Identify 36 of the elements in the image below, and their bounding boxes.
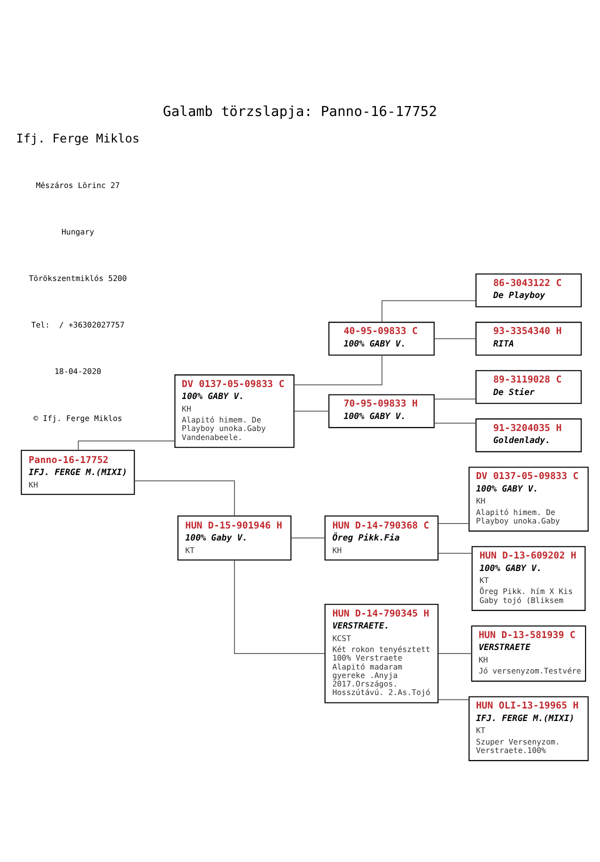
connector [434, 338, 476, 340]
connector [434, 398, 476, 400]
node-box: HUN OLI-13-19965 H IFJ. FERGE M.(MIXI) KT Szuper Versenyzom. Verstraete.100% [468, 696, 589, 762]
label: 18-04-2020 [54, 367, 102, 376]
connector [438, 523, 470, 524]
node-box: 40-95-09833 C 100% GABY V. [328, 322, 435, 356]
label: © Ifj. Ferge Miklos [34, 414, 122, 423]
connector [294, 410, 330, 412]
node-box: DV 0137-05-09833 C 100% GABY V. KH Alapitó himem. De Playboy unoka.Gaby Vandenabeele. [174, 374, 294, 448]
connector [294, 354, 382, 386]
node-box: 91-3204035 H Goldenlady. [475, 418, 582, 452]
node-box: HUN D-14-790368 C Öreg Pikk.Fia KH [324, 515, 439, 560]
label: Ifj. Ferge Miklos [16, 132, 140, 146]
node-box: HUN D-14-790345 H VERSTRAETE. KCST Két rokon tenyésztett 100% Verstraete Alapitó madaram gyereke .Anyja 2017.Országos. Hosszútávú. 2.As.Tojó [324, 604, 439, 704]
label: Hungary [62, 227, 94, 236]
node-box: 89-3119028 C De Stier [475, 370, 582, 404]
node-box: HUN D-13-609202 H 100% GABY V. KT Öreg Pikk. hím X Kis Gaby tojó (Bliksem [472, 546, 586, 611]
node-box: 86-3043122 C De Playboy [475, 273, 582, 308]
connector [382, 300, 476, 323]
node-box: HUN D-15-901946 H 100% Gaby V. KT [177, 515, 292, 560]
connector [438, 699, 470, 700]
node-box: 70-95-09833 H 100% GABY V. [328, 394, 435, 428]
connector [78, 440, 176, 451]
connector [438, 552, 472, 554]
node-box: Panno-16-17752 IFJ. FERGE M.(MIXI) KH [20, 450, 135, 495]
label: Mészáros Lörinc 27 [36, 180, 120, 190]
connector [438, 653, 472, 654]
node-box: 93-3354340 H RITA [475, 322, 582, 356]
connector [434, 422, 476, 424]
node-box: HUN D-13-581939 C VERSTRAETE KH Jó versenyzom.Testvére [471, 625, 586, 682]
label: Tel: / +36302027757 [31, 320, 125, 330]
connector [134, 480, 235, 516]
label: Törökszentmiklós 5200 [28, 274, 127, 284]
node-box: DV 0137-05-09833 C 100% GABY V. KH Alapitó himem. De Playboy unoka.Gaby [468, 466, 589, 532]
diagram-title: Galamb törzslapja: Panno-16-17752 [162, 104, 438, 120]
connector [234, 560, 326, 654]
